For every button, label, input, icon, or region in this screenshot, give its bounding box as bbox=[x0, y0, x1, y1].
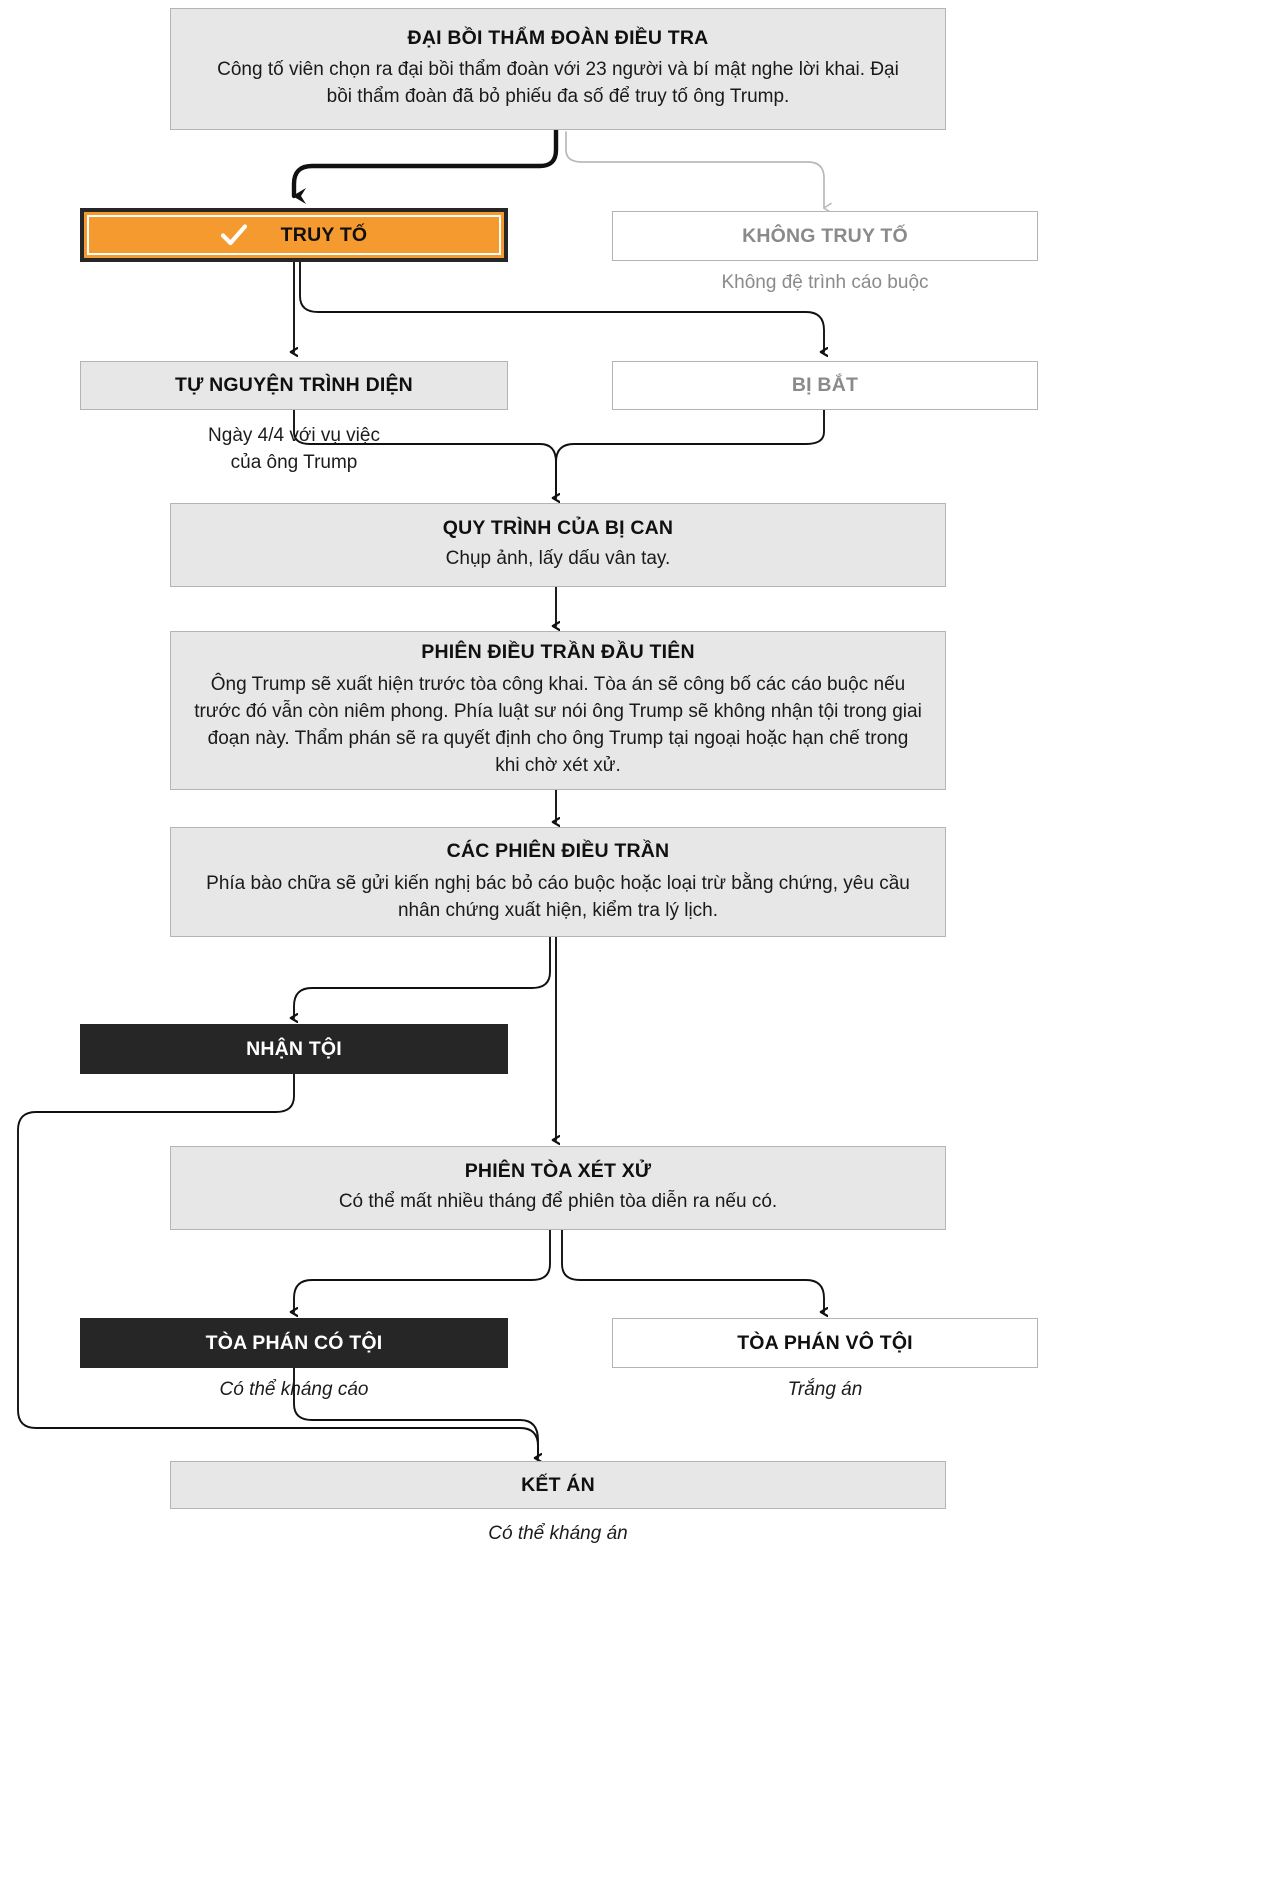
surrender-caption: Ngày 4/4 với vụ việc của ông Trump bbox=[80, 423, 508, 476]
wire-trial-to-convicted bbox=[294, 1229, 551, 1312]
node-arraignment[interactable]: PHIÊN ĐIỀU TRẦN ĐẦU TIÊN Ông Trump sẽ xu… bbox=[170, 631, 946, 790]
guilty-plea-title: NHẬN TỘI bbox=[246, 1037, 342, 1060]
convicted-title: TÒA PHÁN CÓ TỘI bbox=[205, 1331, 383, 1354]
hearings-title: CÁC PHIÊN ĐIỀU TRẦN bbox=[446, 839, 670, 862]
not-indicted-caption: Không đệ trình cáo buộc bbox=[721, 272, 929, 293]
surrender-caption-line1: Ngày 4/4 với vụ việc bbox=[208, 425, 380, 446]
wire-arrested-to-booking bbox=[555, 409, 825, 499]
sentencing-caption: Có thể kháng án bbox=[488, 1523, 628, 1544]
acquitted-caption: Trắng án bbox=[787, 1379, 863, 1400]
node-guilty-plea[interactable]: NHẬN TỘI bbox=[80, 1024, 508, 1074]
node-grand-jury[interactable]: ĐẠI BỒI THẨM ĐOÀN ĐIỀU TRA Công tố viên … bbox=[170, 8, 946, 130]
arraignment-body: Ông Trump sẽ xuất hiện trước tòa công kh… bbox=[194, 674, 922, 776]
node-indicted[interactable]: TRUY TỐ bbox=[80, 208, 508, 262]
acquitted-title: TÒA PHÁN VÔ TỘI bbox=[737, 1331, 913, 1354]
wire-hearings-to-plea bbox=[294, 936, 551, 1018]
indicted-title: TRUY TỐ bbox=[280, 223, 368, 246]
check-icon bbox=[220, 224, 247, 246]
wire-grandjury-to-indicted bbox=[291, 127, 559, 204]
surrender-title: TỰ NGUYỆN TRÌNH DIỆN bbox=[175, 374, 413, 396]
convicted-caption: Có thể kháng cáo bbox=[219, 1379, 369, 1400]
arraignment-title: PHIÊN ĐIỀU TRẦN ĐẦU TIÊN bbox=[421, 641, 695, 664]
surrender-caption-line2: của ông Trump bbox=[230, 451, 358, 473]
node-sentencing[interactable]: KẾT ÁN bbox=[170, 1461, 946, 1509]
wire-grandjury-to-notindicted bbox=[565, 131, 832, 214]
node-arrested[interactable]: BỊ BẮT bbox=[612, 361, 1038, 410]
node-hearings[interactable]: CÁC PHIÊN ĐIỀU TRẦN Phía bào chữa sẽ gửi… bbox=[170, 827, 946, 937]
grand-jury-title: ĐẠI BỒI THẨM ĐOÀN ĐIỀU TRA bbox=[407, 27, 709, 50]
node-surrender[interactable]: TỰ NGUYỆN TRÌNH DIỆN bbox=[80, 361, 508, 410]
trial-title: PHIÊN TÒA XÉT XỬ bbox=[464, 1160, 652, 1183]
indicted-inner: TRUY TỐ bbox=[87, 215, 501, 255]
sentencing-title: KẾT ÁN bbox=[521, 1473, 595, 1496]
grand-jury-body: Công tố viên chọn ra đại bồi thẩm đoàn v… bbox=[217, 59, 899, 107]
trial-body: Có thể mất nhiều tháng để phiên tòa diễn… bbox=[338, 1191, 778, 1213]
node-convicted[interactable]: TÒA PHÁN CÓ TỘI bbox=[80, 1318, 508, 1368]
node-trial[interactable]: PHIÊN TÒA XÉT XỬ Có thể mất nhiều tháng … bbox=[170, 1146, 946, 1230]
node-booking[interactable]: QUY TRÌNH CỦA BỊ CAN Chụp ảnh, lấy dấu v… bbox=[170, 503, 946, 587]
not-indicted-title: KHÔNG TRUY TỐ bbox=[742, 224, 908, 247]
node-not-indicted[interactable]: KHÔNG TRUY TỐ bbox=[612, 211, 1038, 261]
booking-body: Chụp ảnh, lấy dấu vân tay. bbox=[445, 548, 671, 570]
node-acquitted[interactable]: TÒA PHÁN VÔ TỘI bbox=[612, 1318, 1038, 1368]
booking-title: QUY TRÌNH CỦA BỊ CAN bbox=[442, 517, 674, 540]
arrested-title: BỊ BẮT bbox=[791, 374, 859, 396]
wire-trial-to-acquitted bbox=[561, 1229, 824, 1312]
hearings-body: Phía bào chữa sẽ gửi kiến nghị bác bỏ cá… bbox=[206, 872, 910, 921]
